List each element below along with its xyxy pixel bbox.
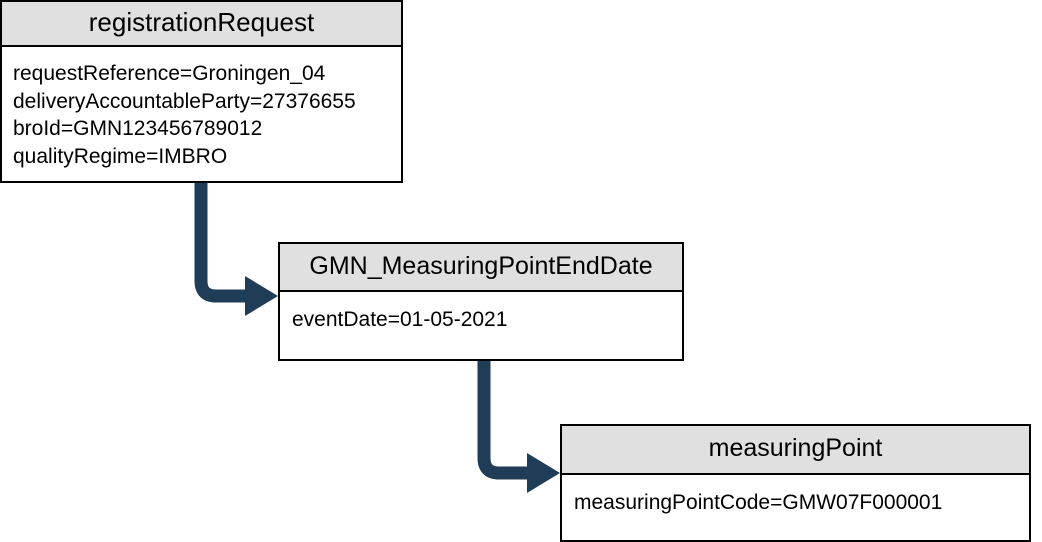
uml-box-title-gmn-measuringpointenddate: GMN_MeasuringPointEndDate (280, 244, 682, 292)
attribute-row: qualityRegime=IMBRO (13, 144, 228, 168)
uml-box-title-measuring-point: measuringPoint (562, 426, 1029, 475)
connector-gmn-measuringpointenddate-to-measuring-point[interactable] (477, 359, 560, 493)
uml-box-gmn-measuringpointenddate[interactable]: GMN_MeasuringPointEndDate eventDate=01-0… (278, 242, 684, 361)
uml-box-measuring-point[interactable]: measuringPoint measuringPointCode=GMW07F… (560, 424, 1031, 542)
attribute-row: measuringPointCode=GMW07F000001 (574, 491, 943, 514)
uml-box-title-registration-request: registrationRequest (2, 2, 401, 47)
arrowhead-icon (527, 453, 560, 493)
attribute-row: broId=GMN123456789012 (13, 117, 263, 140)
uml-box-attributes-measuring-point: measuringPointCode=GMW07F000001 (562, 475, 1029, 540)
connector-line (194, 181, 248, 303)
attribute-row: eventDate=01-05-2021 (292, 308, 508, 331)
uml-box-attributes-gmn-measuringpointenddate: eventDate=01-05-2021 (280, 292, 682, 359)
attribute-row: requestReference=Groningen_04 (13, 62, 326, 85)
uml-box-registration-request[interactable]: registrationRequest requestReference=Gro… (0, 0, 403, 183)
connector-line (477, 359, 530, 480)
uml-box-attributes-registration-request: requestReference=Groningen_04 deliveryAc… (2, 47, 401, 181)
arrowhead-icon (245, 276, 278, 316)
connector-registration-request-to-gmn-measuringpointenddate[interactable] (194, 181, 278, 316)
attribute-row: deliveryAccountableParty=27376655 (13, 89, 356, 113)
